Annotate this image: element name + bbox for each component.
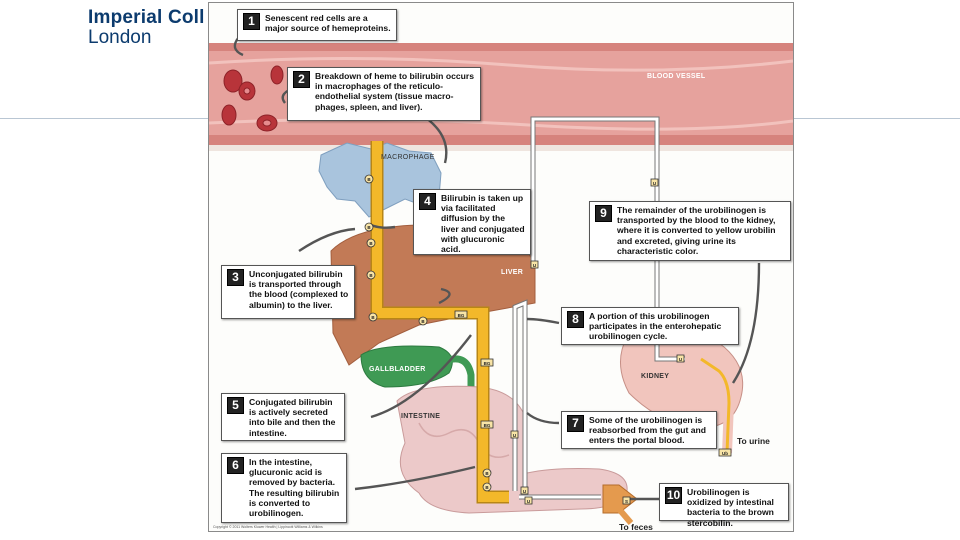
- marker-u: [530, 260, 539, 269]
- urobilinogen-vessels: [512, 116, 685, 500]
- marker-u-text: U: [513, 433, 516, 438]
- diagram-illustration: B B B B B B B B BG BG BG U U U U U U Ub …: [209, 36, 793, 525]
- label-blood-vessel: BLOOD VESSEL: [647, 73, 706, 80]
- marker-b: [366, 238, 376, 248]
- kidney-organ: [620, 329, 744, 454]
- marker-b: [364, 174, 374, 184]
- callout-text: Some of the urobilinogen is reabsorbed f…: [589, 415, 706, 446]
- marker-u-text: U: [679, 357, 682, 362]
- callout-6: 6 In the intestine, glucuronic acid is r…: [221, 453, 347, 523]
- marker-b: [418, 316, 428, 326]
- marker-ub: [718, 448, 732, 457]
- marker-b-text: B: [369, 273, 373, 278]
- marker-b-text: B: [369, 241, 373, 246]
- callout-number: 4: [419, 193, 436, 210]
- callout-number: 2: [293, 71, 310, 88]
- callout-text: Conjugated bilirubin is actively secrete…: [249, 397, 336, 438]
- callout-9: 9 The remainder of the urobilinogen is t…: [589, 201, 791, 261]
- bilirubin-metabolism-figure: B B B B B B B B BG BG BG U U U U U U Ub …: [208, 2, 794, 532]
- marker-bg-text: BG: [484, 361, 491, 366]
- marker-u: [510, 430, 519, 439]
- logo-line-1: Imperial Coll: [88, 7, 205, 28]
- marker-s-text: S: [625, 499, 628, 504]
- marker-b: [366, 270, 376, 280]
- marker-u: [650, 178, 659, 187]
- callout-number: 5: [227, 397, 244, 414]
- marker-b-text: B: [485, 471, 489, 476]
- marker-u: [520, 486, 529, 495]
- marker-b-text: B: [485, 485, 489, 490]
- marker-bg: [480, 420, 494, 429]
- marker-u-text: U: [533, 263, 536, 268]
- callout-number: 6: [227, 457, 244, 474]
- marker-u-text: U: [523, 489, 526, 494]
- marker-s: [622, 496, 631, 505]
- pathway-markers: [364, 174, 732, 505]
- callout-10: 10 Urobilinogen is oxidized by intestina…: [659, 483, 789, 528]
- marker-bg: [480, 358, 494, 367]
- label-to-feces: To feces: [619, 522, 653, 532]
- label-intestine: INTESTINE: [401, 413, 441, 420]
- callout-text: Urobilinogen is oxidized by intestinal b…: [687, 487, 774, 528]
- label-liver: LIVER: [501, 269, 524, 276]
- callout-7: 7 Some of the urobilinogen is reabsorbed…: [561, 411, 717, 449]
- label-kidney: KIDNEY: [641, 373, 670, 380]
- callout-number: 1: [243, 13, 260, 30]
- red-blood-cells: [221, 65, 284, 132]
- logo-line-2: London: [88, 27, 152, 48]
- callout-4: 4 Bilirubin is taken up via facilitated …: [413, 189, 531, 255]
- callout-number: 7: [567, 415, 584, 432]
- callout-text: Senescent red cells are a major source o…: [265, 13, 391, 34]
- callout-5: 5 Conjugated bilirubin is actively secre…: [221, 393, 345, 441]
- marker-b: [482, 468, 492, 478]
- marker-u-text: U: [527, 499, 530, 504]
- callout-number: 9: [595, 205, 612, 222]
- marker-b-text: B: [371, 315, 375, 320]
- marker-ub-text: Ub: [722, 451, 728, 456]
- marker-bg-text: BG: [458, 313, 465, 318]
- callout-8: 8 A portion of this urobilinogen partici…: [561, 307, 739, 345]
- bilirubin-pathway: [370, 141, 509, 504]
- callout-text: Breakdown of heme to bilirubin occurs in…: [315, 71, 475, 112]
- marker-bg: [454, 310, 468, 319]
- label-gallbladder: GALLBLADDER: [369, 366, 426, 373]
- callout-text: The remainder of the urobilinogen is tra…: [617, 205, 776, 256]
- callout-number: 8: [567, 311, 584, 328]
- marker-b: [368, 312, 378, 322]
- label-to-urine: To urine: [737, 436, 770, 446]
- callout-text: A portion of this urobilinogen participa…: [589, 311, 722, 342]
- callout-2: 2 Breakdown of heme to bilirubin occurs …: [287, 67, 481, 121]
- callout-text: Bilirubin is taken up via facilitated di…: [441, 193, 525, 255]
- marker-b: [482, 482, 492, 492]
- intestine-organ: [396, 385, 628, 514]
- label-macrophage: MACROPHAGE: [381, 154, 435, 161]
- callout-3: 3 Unconjugated bilirubin is transported …: [221, 265, 355, 319]
- marker-b-text: B: [421, 319, 425, 324]
- feces-arrow: [602, 484, 638, 525]
- marker-bg-text: BG: [484, 423, 491, 428]
- callout-1: 1 Senescent red cells are a major source…: [237, 9, 397, 41]
- callout-text: In the intestine, glucuronic acid is rem…: [249, 457, 340, 519]
- institution-logo: Imperial Coll London: [88, 8, 205, 47]
- marker-u-text: U: [653, 181, 656, 186]
- marker-b-text: B: [367, 177, 371, 182]
- callout-text: Unconjugated bilirubin is transported th…: [249, 269, 349, 310]
- callout-number: 3: [227, 269, 244, 286]
- callout-number: 10: [665, 487, 682, 504]
- marker-u: [524, 496, 533, 505]
- marker-u: [676, 354, 685, 363]
- copyright-footnote: Copyright © 2011 Wolters Kluwer Health |…: [213, 525, 323, 529]
- marker-b-text: B: [367, 225, 371, 230]
- marker-b: [364, 222, 374, 232]
